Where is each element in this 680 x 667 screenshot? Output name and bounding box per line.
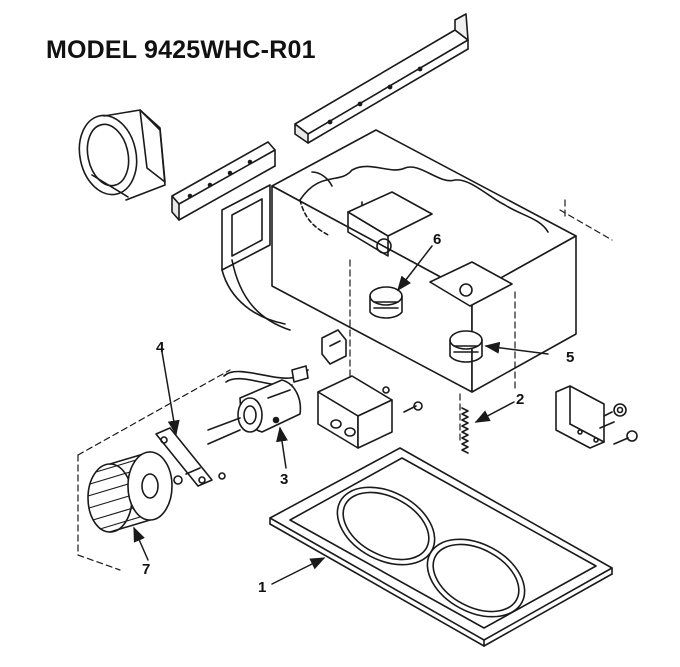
side-mounting-bracket: [171, 141, 276, 221]
fan-motor: [207, 379, 302, 445]
fan-housing: [271, 129, 577, 393]
duct-connector: [78, 109, 166, 201]
top-mounting-bracket: [294, 13, 469, 144]
damper-outlet: [221, 184, 291, 331]
lamp-socket-6: [369, 286, 403, 319]
socket-bracket-upper: [347, 191, 433, 257]
part-label-1: 1: [258, 579, 266, 596]
part-label-2: 2: [516, 391, 524, 408]
blower-wheel: [87, 451, 173, 533]
part-label-5: 5: [566, 349, 574, 366]
grille-spring: [461, 407, 469, 454]
socket-bracket-lower: [429, 261, 513, 307]
part-label-6: 6: [433, 231, 441, 248]
ceiling-grille: [269, 447, 613, 647]
junction-box: [317, 375, 423, 449]
part-label-3: 3: [280, 471, 288, 488]
model-title: MODEL 9425WHC-R01: [46, 36, 316, 64]
receptacle-clip: [321, 329, 347, 365]
motor-power-cord: [223, 365, 309, 387]
callout-leaders: [133, 245, 549, 585]
part-label-7: 7: [142, 561, 150, 578]
access-panel: [555, 385, 638, 449]
motor-mounting-plate: [155, 427, 226, 487]
lamp-socket-5: [449, 330, 483, 363]
part-label-4: 4: [156, 339, 165, 356]
